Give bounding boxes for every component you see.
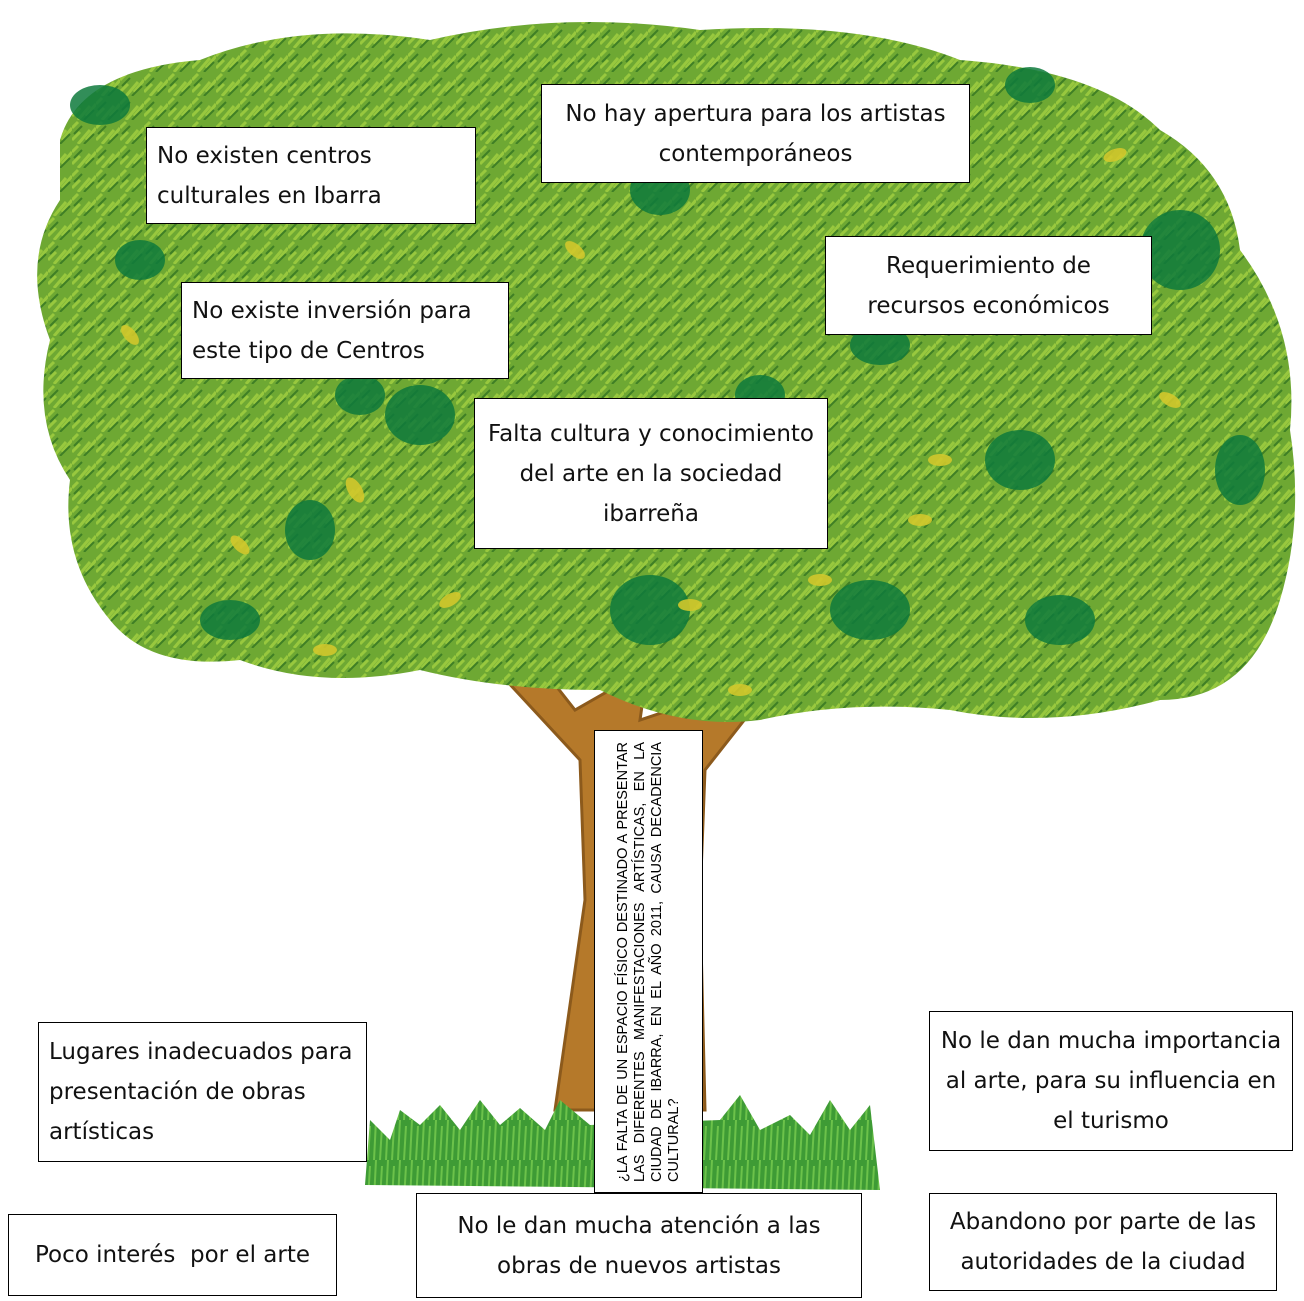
- cause-lugares-text: Lugares inadecuados para presentación de…: [49, 1039, 353, 1145]
- effect-no-centros-text: No existen centros culturales en Ibarra: [157, 142, 382, 209]
- effect-no-apertura-text: No hay apertura para los artistas contem…: [565, 100, 946, 167]
- cause-importancia-text: No le dan mucha importancia al arte, par…: [940, 1028, 1282, 1134]
- cause-poco-interes: Poco interés por el arte: [8, 1214, 337, 1296]
- cause-abandono-text: Abandono por parte de las autoridades de…: [949, 1209, 1257, 1275]
- effect-falta-cultura: Falta cultura y conocimiento del arte en…: [474, 398, 828, 549]
- effect-no-centros: No existen centros culturales en Ibarra: [146, 127, 476, 224]
- effect-no-inversion: No existe inversión para este tipo de Ce…: [181, 282, 509, 379]
- cause-poco-interes-text: Poco interés por el arte: [34, 1242, 310, 1268]
- cause-importancia: No le dan mucha importancia al arte, par…: [929, 1011, 1293, 1151]
- cause-abandono: Abandono por parte de las autoridades de…: [929, 1193, 1277, 1291]
- cause-lugares: Lugares inadecuados para presentación de…: [38, 1022, 367, 1162]
- effect-recursos-text: Requerimiento de recursos económicos: [867, 252, 1110, 319]
- cause-atencion-text: No le dan mucha atención a las obras de …: [457, 1212, 821, 1279]
- cause-atencion: No le dan mucha atención a las obras de …: [416, 1193, 862, 1298]
- effect-no-apertura: No hay apertura para los artistas contem…: [541, 84, 970, 183]
- problem-box: ¿LA FALTA DE UN ESPACIO FÍSICO DESTINADO…: [594, 730, 703, 1193]
- problem-text: ¿LA FALTA DE UN ESPACIO FÍSICO DESTINADO…: [615, 742, 682, 1182]
- effect-no-inversion-text: No existe inversión para este tipo de Ce…: [192, 297, 472, 364]
- effect-falta-cultura-text: Falta cultura y conocimiento del arte en…: [487, 420, 815, 527]
- effect-recursos: Requerimiento de recursos económicos: [825, 236, 1152, 335]
